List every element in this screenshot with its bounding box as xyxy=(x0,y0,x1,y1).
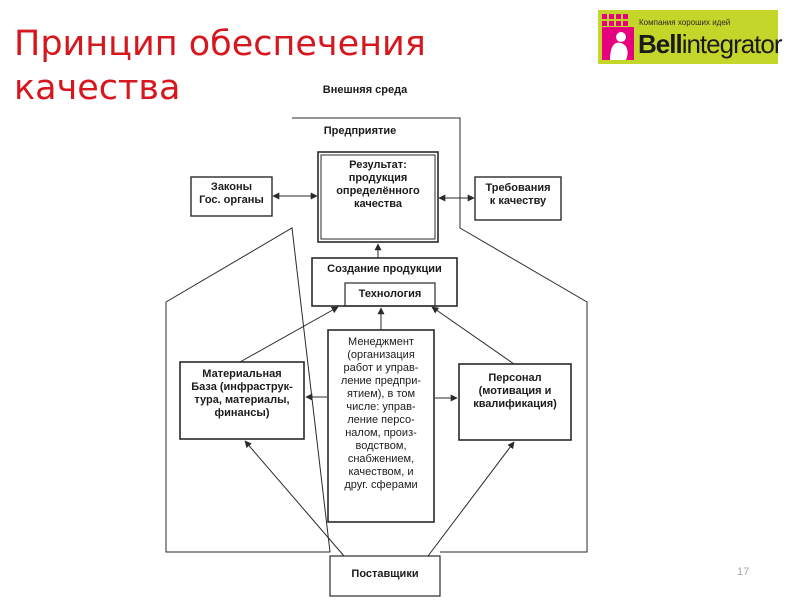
result-box-outer xyxy=(317,151,439,243)
laws-label: Законы Гос. органы xyxy=(199,181,264,206)
enterprise-label: Предприятие xyxy=(323,125,397,137)
arrow-suppliers-personnel xyxy=(427,441,515,557)
page-number: 17 xyxy=(737,566,750,578)
material-base-box xyxy=(179,361,305,440)
production-label: Создание продукции xyxy=(327,263,442,275)
outer-environment-label: Внешняя среда xyxy=(322,84,408,96)
requirements-box xyxy=(474,176,562,221)
technology-box xyxy=(344,282,436,307)
slide-title: Принцип обеспечения качества xyxy=(14,24,426,108)
result-label: Результат: продукция определённого качес… xyxy=(336,159,420,210)
material-base-label: Материальная База (инфраструк- тура, мат… xyxy=(191,368,293,419)
logo-wordmark-rest: integrator xyxy=(681,29,783,59)
requirements-label: Требования к качеству xyxy=(485,182,551,207)
suppliers-label: Поставщики xyxy=(351,568,419,580)
logo-tagline: Компания хороших идей xyxy=(639,18,731,27)
logo-wordmark-bold: Bell xyxy=(638,29,683,59)
personnel-label: Персонал (мотивация и квалификация) xyxy=(473,372,557,410)
logo-wordmark: Bellintegrator xyxy=(638,29,783,59)
arrow-suppliers-material xyxy=(244,440,345,557)
logo-dots-icon xyxy=(602,14,634,26)
bellintegrator-logo: Компания хороших идей Bellintegrator xyxy=(598,10,783,64)
logo-bird-icon xyxy=(602,27,634,60)
management-label: Менеджмент (организация работ и управ- л… xyxy=(340,336,422,491)
technology-label: Технология xyxy=(358,288,422,300)
arrow-material-production xyxy=(239,306,339,363)
suppliers-box xyxy=(329,555,441,597)
personnel-box xyxy=(458,363,572,441)
result-box-inner xyxy=(320,154,436,240)
enterprise-boundary xyxy=(165,117,588,553)
laws-box xyxy=(190,176,273,217)
arrow-personnel-production xyxy=(431,306,515,365)
